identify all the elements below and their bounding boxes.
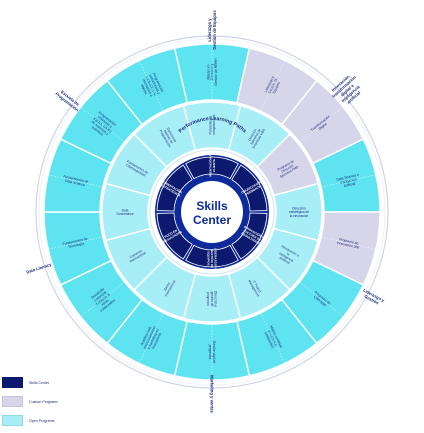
ring-divider-line [260,312,286,364]
outer-program-label: Gestión ágil deproyectos [208,341,216,364]
ring-divider-line [107,80,143,125]
skills-segment-label: ORIENTACIÓN ALCLIENTE [207,152,216,178]
ring-divider-line [174,321,188,376]
ring-divider-line [60,138,112,164]
ring-divider-line [60,260,112,286]
ring-divider-line [80,107,125,143]
legend-item-skills-center: Skills Center [2,376,58,389]
ring-divider-line [321,236,376,250]
center-title-line2: Center [193,213,231,227]
center-title-line1: Skills [196,199,228,213]
ring-divider-line [80,281,125,317]
legend-label: Custom Programs [29,399,58,404]
ring-divider-lines [44,44,380,380]
ring-divider-line [281,299,317,344]
legend-item-custom-programs: Custom Programs [2,395,58,408]
ring-divider-line [312,260,364,286]
ring-divider-line [281,80,317,125]
ring-divider-line [138,312,164,364]
outer-program-label: Fundamentos deData Science [62,174,89,187]
ring-divider-line [236,321,250,376]
legend-swatch [2,377,23,388]
skills-segment[interactable] [156,212,193,260]
legend-label: Open Programs [29,418,55,423]
region-label: Liderazgo yGestión [360,288,386,308]
legend-swatch [2,396,23,407]
legend-item-open-programs: Open Programs [2,414,58,427]
inner-program-label: Pensamientocomputacional [208,114,216,135]
ring-divider-line [299,281,344,317]
ring-divider-line [174,48,188,103]
inner-program-label: DirecciónEjecutiva deEmpresas MBA [245,124,266,150]
skills-segment-label: LIDERAZGO YGESTIÓN DEEQUIPOS [206,248,217,270]
region-label: Marketing y ventas [210,375,215,413]
inner-program-label: Dirección ygestión deproyectos [206,291,217,307]
outer-program-label: Programa deInnovación 360 [336,237,360,250]
ring-divider-line [260,60,286,112]
skills-segment[interactable] [156,164,193,212]
ring-divider-line [48,236,103,250]
legend-swatch [2,415,23,426]
ring-divider-line [107,299,143,344]
skills-segment[interactable] [185,244,239,268]
legend: Skills Center Custom Programs Open Progr… [2,376,58,433]
skills-segment[interactable] [231,212,268,260]
outer-program-label: Fundamentos deTecnología [62,237,89,250]
ring-divider-line [312,138,364,164]
legend-label: Skills Center [29,380,50,385]
ring-divider-line [321,174,376,188]
region-label: Liderazgo yGestión de Equipos [207,10,217,50]
skills-segment[interactable] [231,164,268,212]
center-disc [181,181,243,243]
outer-ring-inner-border [38,38,386,386]
inner-program-segment[interactable] [182,101,242,152]
ring-divider-line [299,107,344,143]
ring-divider-line [48,174,103,188]
ring-divider-line [236,48,250,103]
ring-divider-line [138,60,164,112]
inner-program-ring: DirecciónEjecutiva deEmpresas MBAProgram… [101,101,323,323]
skills-segment[interactable] [185,156,239,180]
